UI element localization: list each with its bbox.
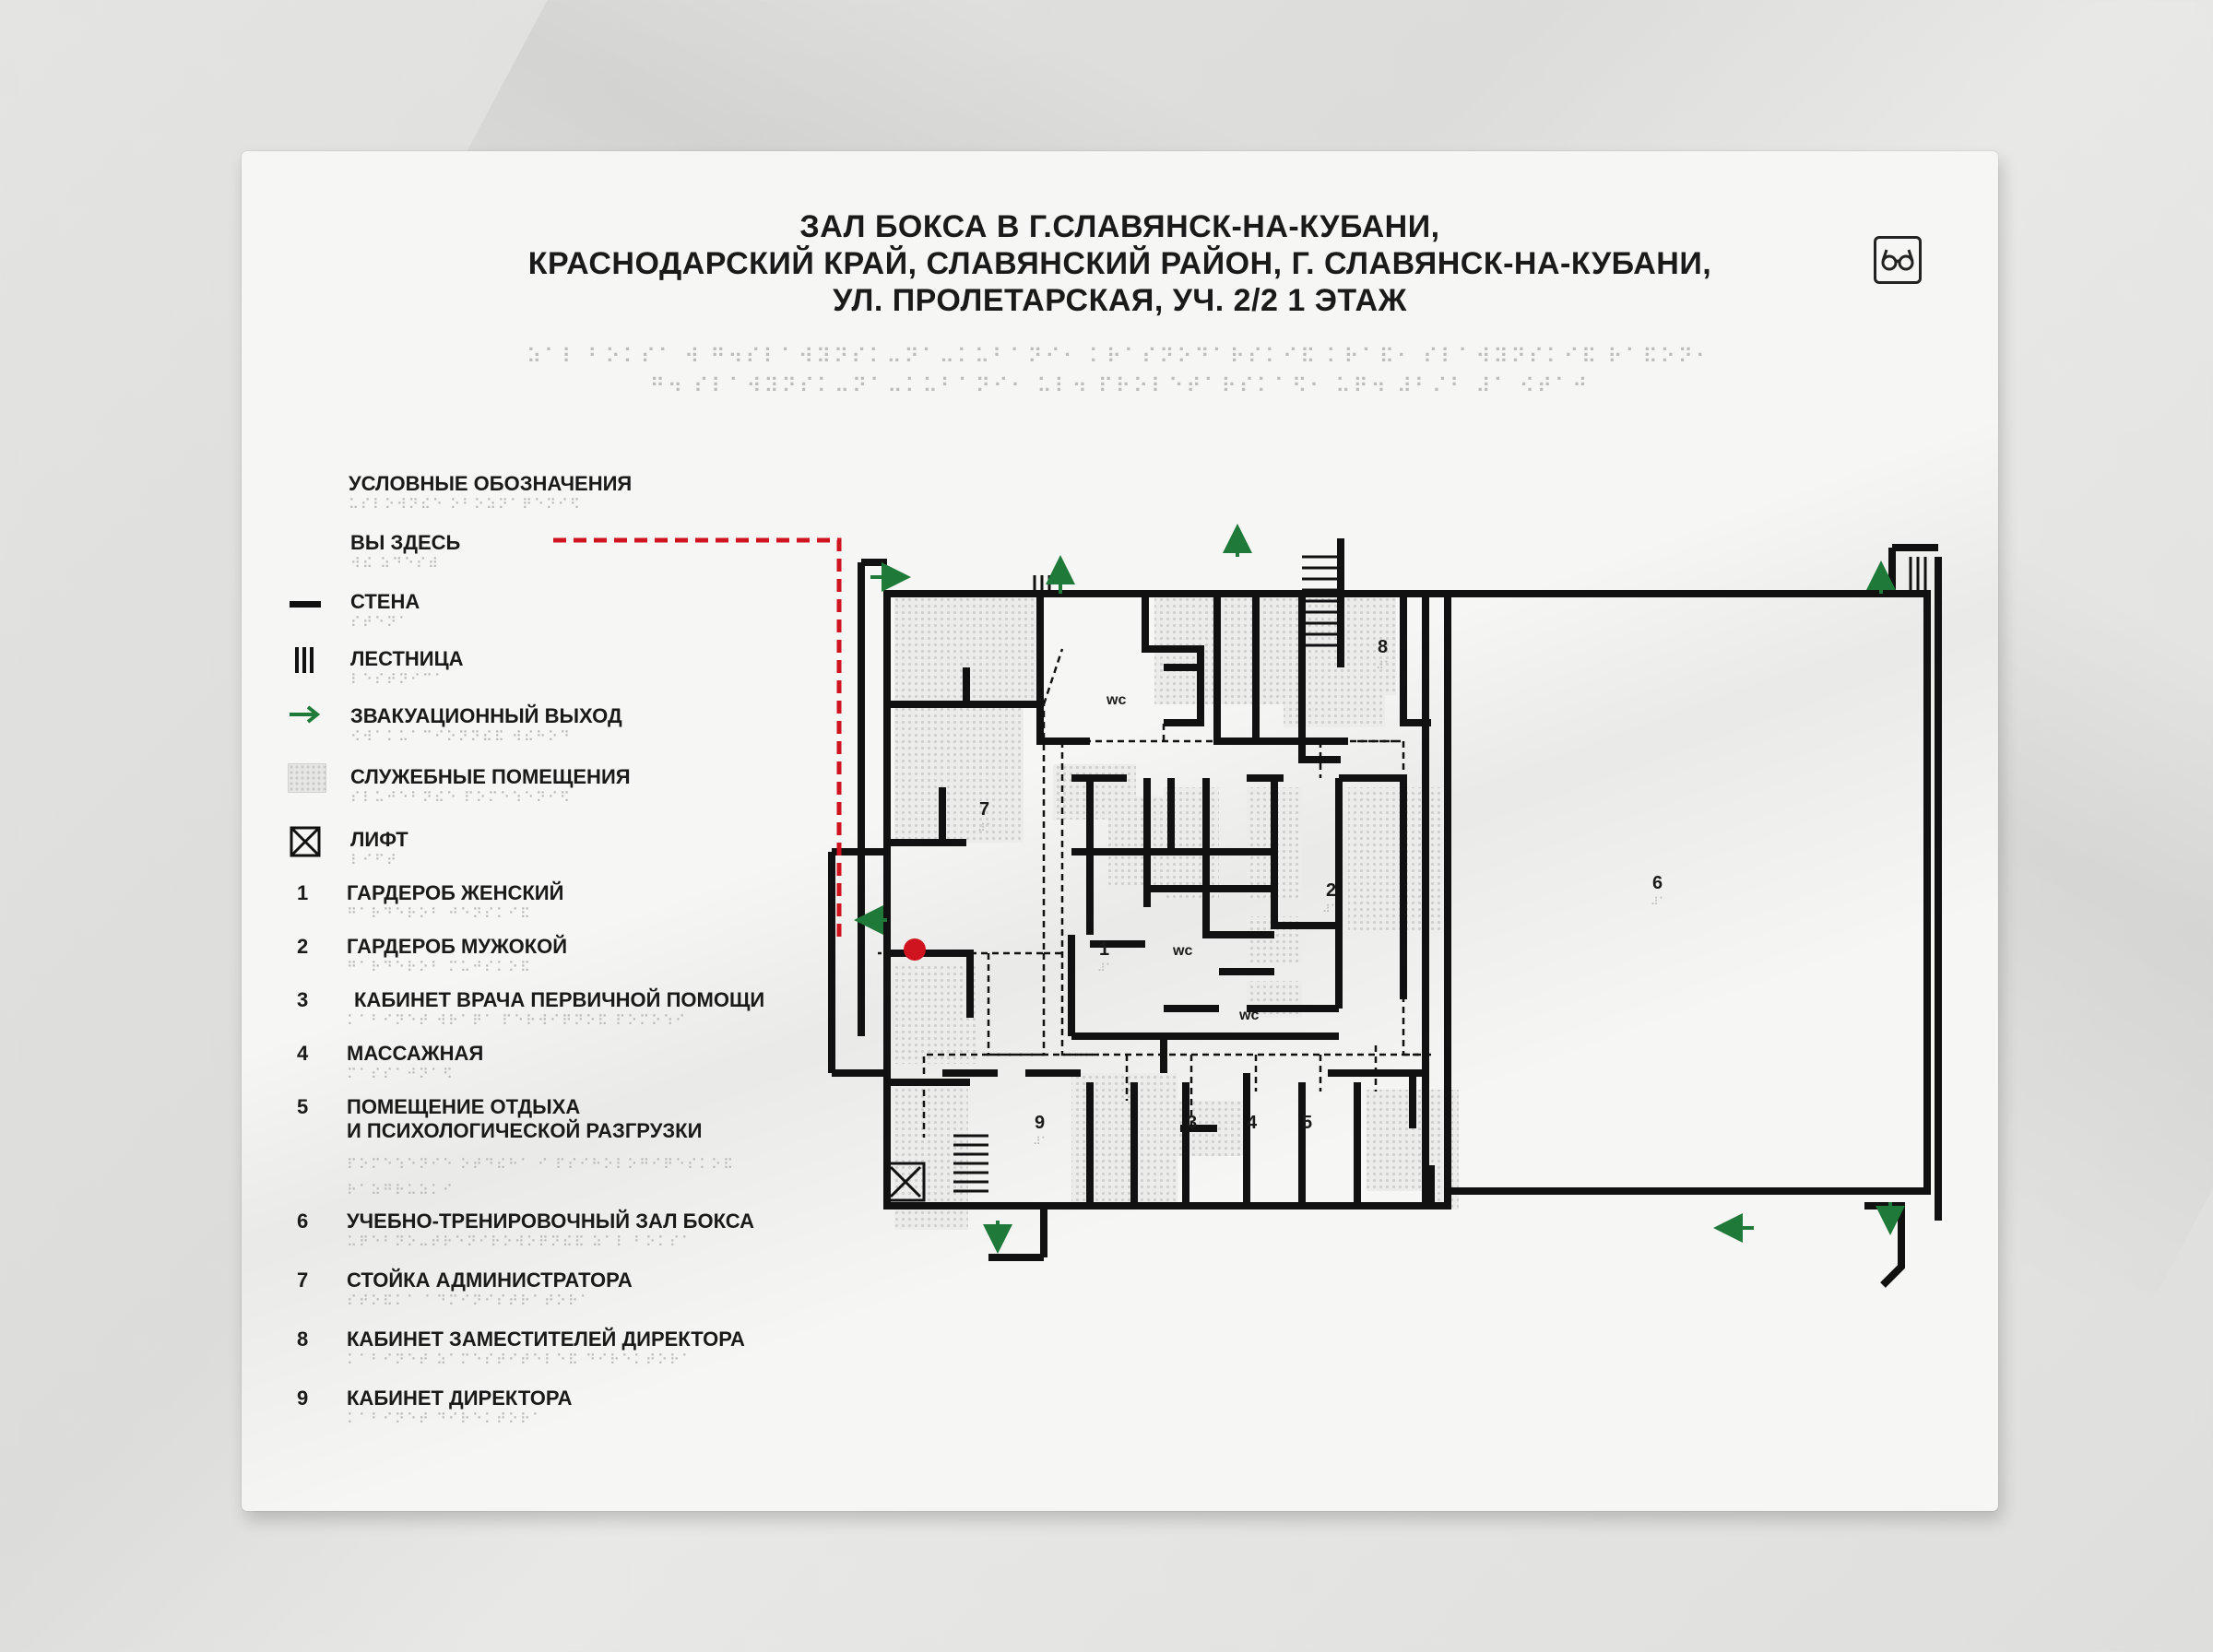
lift-icon xyxy=(290,826,321,857)
legend-stairs: ЛЕСТНИЦА xyxy=(350,647,464,670)
room-label-wc-2: wc xyxy=(1172,943,1192,959)
legend-item-5-braille: ⠏⠕⠍⠑⠱⠑⠝⠊⠑ ⠕⠞⠙⠮⠓⠁ ⠊ ⠏⠎⠊⠓⠕⠇⠕⠛⠊⠟⠑⠎⠅⠕⠯ xyxy=(347,1157,736,1173)
room-label-2: 2 xyxy=(1326,880,1336,901)
legend-lift-braille: ⠇⠊⠋⠞ xyxy=(350,853,398,868)
stairs-top xyxy=(1302,555,1339,647)
legend-wall: СТЕНА xyxy=(350,590,420,613)
you-are-here-marker xyxy=(904,938,926,961)
stairs-icon xyxy=(295,647,314,673)
service-room xyxy=(894,704,1024,843)
legend-item-7: СТОЙКА АДМИНИСТРАТОРА xyxy=(347,1268,633,1292)
tactile-floor-plan-sign: ЗАЛ БОКСА В Г.СЛАВЯНСК-НА-КУБАНИ, КРАСНО… xyxy=(242,151,1998,1511)
room-braille-7: ⠼⠁ xyxy=(977,821,994,834)
stairs-bottom xyxy=(953,1134,988,1193)
room-braille-8: ⠼⠁ xyxy=(1376,659,1392,672)
lift-icon xyxy=(885,1162,926,1202)
service-room xyxy=(894,962,977,1064)
legend-num-8: 8 xyxy=(297,1328,309,1351)
service-room xyxy=(1108,796,1164,889)
service-room-icon xyxy=(288,763,326,793)
legend-wall-braille: ⠎⠞⠑⠝⠁ xyxy=(350,615,410,631)
legend-heading: УСЛОВНЫЕ ОБОЗНАЧЕНИЯ xyxy=(349,472,633,495)
legend-heading-braille: ⠥⠎⠇⠕⠺⠝⠮⠑ ⠕⠃⠕⠵⠝⠁⠟⠑⠝⠊⠫ xyxy=(349,497,582,513)
room-label-5: 5 xyxy=(1302,1113,1312,1133)
legend-service-braille: ⠎⠇⠥⠚⠑⠃⠝⠮⠑ ⠏⠕⠍⠑⠱⠑⠝⠊⠫ xyxy=(350,790,572,806)
legend-item-6: УЧЕБНО-ТРЕНИРОВОЧНЫЙ ЗАЛ БОКСА xyxy=(347,1210,754,1233)
room-label-7: 7 xyxy=(979,799,989,820)
legend-num-5: 5 xyxy=(297,1095,309,1118)
room-braille-9: ⠼⠁ xyxy=(1033,1135,1049,1148)
room-label-wc-1: wc xyxy=(1106,692,1126,708)
legend-num-6: 6 xyxy=(297,1210,309,1233)
legend-item-5: ПОМЕЩЕНИЕ ОТДЫХА xyxy=(347,1095,581,1118)
legend-item-4: МАССАЖНАЯ xyxy=(347,1042,484,1065)
legend-item-6-braille: ⠥⠟⠑⠃⠝⠕⠤⠞⠗⠑⠝⠊⠗⠕⠺⠕⠟⠝⠮⠯ ⠵⠁⠇ ⠃⠕⠅⠎⠁ xyxy=(347,1234,693,1250)
legend-num-9: 9 xyxy=(297,1386,309,1410)
legend-item-2-braille: ⠛⠁⠗⠙⠑⠗⠕⠃ ⠍⠥⠚⠎⠅⠕⠯ xyxy=(347,960,532,975)
wall-icon xyxy=(290,601,321,608)
title-line-2: КРАСНОДАРСКИЙ КРАЙ, СЛАВЯНСКИЙ РАЙОН, Г.… xyxy=(527,246,1712,281)
low-vision-glasses-icon xyxy=(1874,236,1922,284)
lift-cross xyxy=(889,1165,922,1198)
walls xyxy=(828,538,1942,1288)
you-are-here-route xyxy=(553,537,842,944)
legend-item-4-braille: ⠍⠁⠎⠎⠁⠚⠝⠁⠫ xyxy=(347,1067,455,1082)
legend-item-1-braille: ⠛⠁⠗⠙⠑⠗⠕⠃ ⠚⠑⠝⠎⠅⠊⠯ xyxy=(347,906,532,922)
title-braille-line-2: ⠛⠲ ⠎⠇⠁⠺⠽⠝⠎⠅⠤⠝⠁⠤⠅⠥⠃⠁⠝⠊⠂ ⠥⠇⠲ ⠏⠗⠕⠇⠑⠞⠁⠗⠎⠅⠁⠫⠂… xyxy=(649,374,1591,397)
sign-title: ЗАЛ БОКСА В Г.СЛАВЯНСК-НА-КУБАНИ, КРАСНО… xyxy=(242,208,1998,319)
legend-num-2: 2 xyxy=(297,935,309,958)
title-line-1: ЗАЛ БОКСА В Г.СЛАВЯНСК-НА-КУБАНИ, xyxy=(799,209,1440,244)
room-label-8: 8 xyxy=(1378,637,1388,657)
room-label-3: 3 xyxy=(1187,1113,1197,1133)
legend-num-3: 3 xyxy=(297,988,309,1011)
legend-num-1: 1 xyxy=(297,881,309,904)
legend-item-3-braille: ⠅⠁⠃⠊⠝⠑⠞ ⠺⠗⠁⠟⠁ ⠏⠑⠗⠺⠊⠟⠝⠕⠯ ⠏⠕⠍⠕⠱⠊ xyxy=(347,1013,688,1029)
legend-exit-braille: ⠪⠺⠁⠅⠥⠁⠉⠊⠕⠝⠝⠮⠯ ⠺⠮⠓⠕⠙ xyxy=(350,729,572,745)
legend-item-9: КАБИНЕТ ДИРЕКТОРА xyxy=(347,1386,573,1410)
room-label-6: 6 xyxy=(1652,873,1663,893)
legend-item-9-braille: ⠅⠁⠃⠊⠝⠑⠞ ⠙⠊⠗⠑⠅⠞⠕⠗⠁ xyxy=(347,1411,544,1427)
legend-lift: ЛИФТ xyxy=(350,828,408,851)
room-braille-6: ⠼⠁ xyxy=(1651,895,1667,908)
legend-exit: ЗВАКУАЦИОННЫЙ ВЫХОД xyxy=(350,704,622,727)
legend-num-7: 7 xyxy=(297,1268,309,1292)
room-braille-1: ⠼⠁ xyxy=(1097,962,1114,974)
legend-item-2: ГАРДЕРОБ МУЖОКОЙ xyxy=(347,935,568,958)
room-label-4: 4 xyxy=(1247,1113,1258,1133)
legend-item-5-braille-2: ⠗⠁⠵⠛⠗⠥⠵⠅⠊ xyxy=(347,1183,455,1198)
legend-item-5-line-2: И ПСИХОЛОГИЧЕСКОЙ РАЗГРУЗКИ xyxy=(347,1119,703,1142)
exit-arrow-icon xyxy=(288,704,325,725)
evacuation-routes xyxy=(878,648,1431,1138)
room-braille-2: ⠼⠁ xyxy=(1322,903,1339,915)
title-line-3: УЛ. ПРОЛЕТАРСКАЯ, УЧ. 2/2 1 ЭТАЖ xyxy=(833,283,1407,318)
legend-stairs-braille: ⠇⠑⠎⠞⠝⠊⠉⠁ xyxy=(350,672,446,688)
room-label-9: 9 xyxy=(1035,1113,1045,1133)
room-label-1: 1 xyxy=(1099,939,1109,960)
legend-item-7-braille: ⠎⠞⠕⠯⠅⠁ ⠁⠙⠍⠊⠝⠊⠎⠞⠗⠁⠞⠕⠗⠁ xyxy=(347,1293,592,1309)
title-braille-line-1: ⠵⠁⠇ ⠃⠕⠅⠎⠁ ⠺ ⠛⠲⠎⠇⠁⠺⠽⠝⠎⠅⠤⠝⠁⠤⠅⠥⠃⠁⠝⠊⠂ ⠅⠗⠁⠎⠝⠕… xyxy=(526,345,1714,368)
floor-plan: 1 2 3 4 5 6 7 8 9 wc wc wc ⠼⠁ ⠼⠁ ⠼⠁ ⠼⠁ ⠼… xyxy=(553,524,1942,1288)
legend-item-3: КАБИНЕТ ВРАЧА ПЕРВИЧНОЙ ПОМОЩИ xyxy=(354,988,765,1011)
service-room xyxy=(1348,787,1450,930)
legend-item-1: ГАРДЕРОБ ЖЕНСКИЙ xyxy=(347,881,564,904)
legend-service: СЛУЖЕБНЫЕ ПОМЕЩЕНИЯ xyxy=(350,765,631,788)
legend-item-8: КАБИНЕТ ЗАМЕСТИТЕЛЕЙ ДИРЕКТОРА xyxy=(347,1328,745,1351)
legend-you-are-here-braille: ⠺⠮ ⠵⠙⠑⠎⠾ xyxy=(350,556,441,572)
exit-arrows xyxy=(854,524,1905,1254)
legend-you-are-here: ВЫ ЗДЕСЬ xyxy=(350,531,461,554)
legend-item-8-braille: ⠅⠁⠃⠊⠝⠑⠞ ⠵⠁⠍⠑⠎⠞⠊⠞⠑⠇⠑⠯ ⠙⠊⠗⠑⠅⠞⠕⠗⠁ xyxy=(347,1352,693,1368)
stairs-right xyxy=(1909,557,1927,594)
legend-num-4: 4 xyxy=(297,1042,309,1065)
room-label-wc-3: wc xyxy=(1238,1008,1259,1023)
